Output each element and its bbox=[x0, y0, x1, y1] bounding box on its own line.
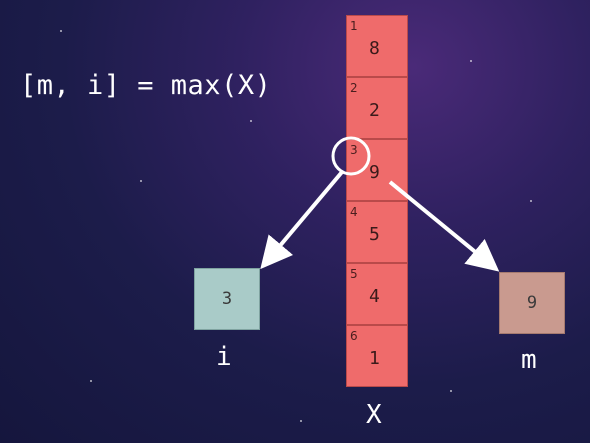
output-i-box: 3 bbox=[194, 268, 260, 330]
cell-value: 2 bbox=[369, 100, 380, 121]
array-x: 1 8 2 2 3 9 4 5 5 4 6 1 bbox=[346, 15, 408, 387]
cell-index: 3 bbox=[350, 143, 358, 157]
cell-index: 5 bbox=[350, 267, 358, 281]
star bbox=[60, 30, 62, 32]
star bbox=[470, 60, 472, 62]
array-cell: 6 1 bbox=[346, 325, 408, 387]
highlight-circle bbox=[331, 136, 371, 176]
cell-index: 1 bbox=[350, 19, 358, 33]
array-cell: 5 4 bbox=[346, 263, 408, 325]
star bbox=[140, 180, 142, 182]
arrow-to-m bbox=[388, 180, 500, 272]
output-i-value: 3 bbox=[221, 289, 233, 309]
cell-value: 1 bbox=[369, 348, 380, 369]
cell-value: 8 bbox=[369, 38, 380, 59]
cell-index: 6 bbox=[350, 329, 358, 343]
array-cell: 2 2 bbox=[346, 77, 408, 139]
cell-index: 4 bbox=[350, 205, 358, 219]
output-i-label: i bbox=[216, 342, 232, 372]
cell-index: 2 bbox=[350, 81, 358, 95]
star bbox=[300, 420, 302, 422]
output-m-box: 9 bbox=[499, 272, 565, 334]
cell-value: 9 bbox=[369, 162, 380, 183]
array-label: X bbox=[366, 400, 382, 430]
arrow-to-i bbox=[260, 170, 344, 270]
star bbox=[450, 390, 452, 392]
formula-text: [m, i] = max(X) bbox=[20, 70, 272, 101]
star bbox=[250, 120, 252, 122]
output-m-value: 9 bbox=[526, 293, 538, 313]
star bbox=[530, 200, 532, 202]
array-cell: 1 8 bbox=[346, 15, 408, 77]
star bbox=[90, 380, 92, 382]
output-m-label: m bbox=[521, 345, 537, 375]
cell-value: 4 bbox=[369, 286, 380, 307]
cell-value: 5 bbox=[369, 224, 380, 245]
array-cell: 4 5 bbox=[346, 201, 408, 263]
